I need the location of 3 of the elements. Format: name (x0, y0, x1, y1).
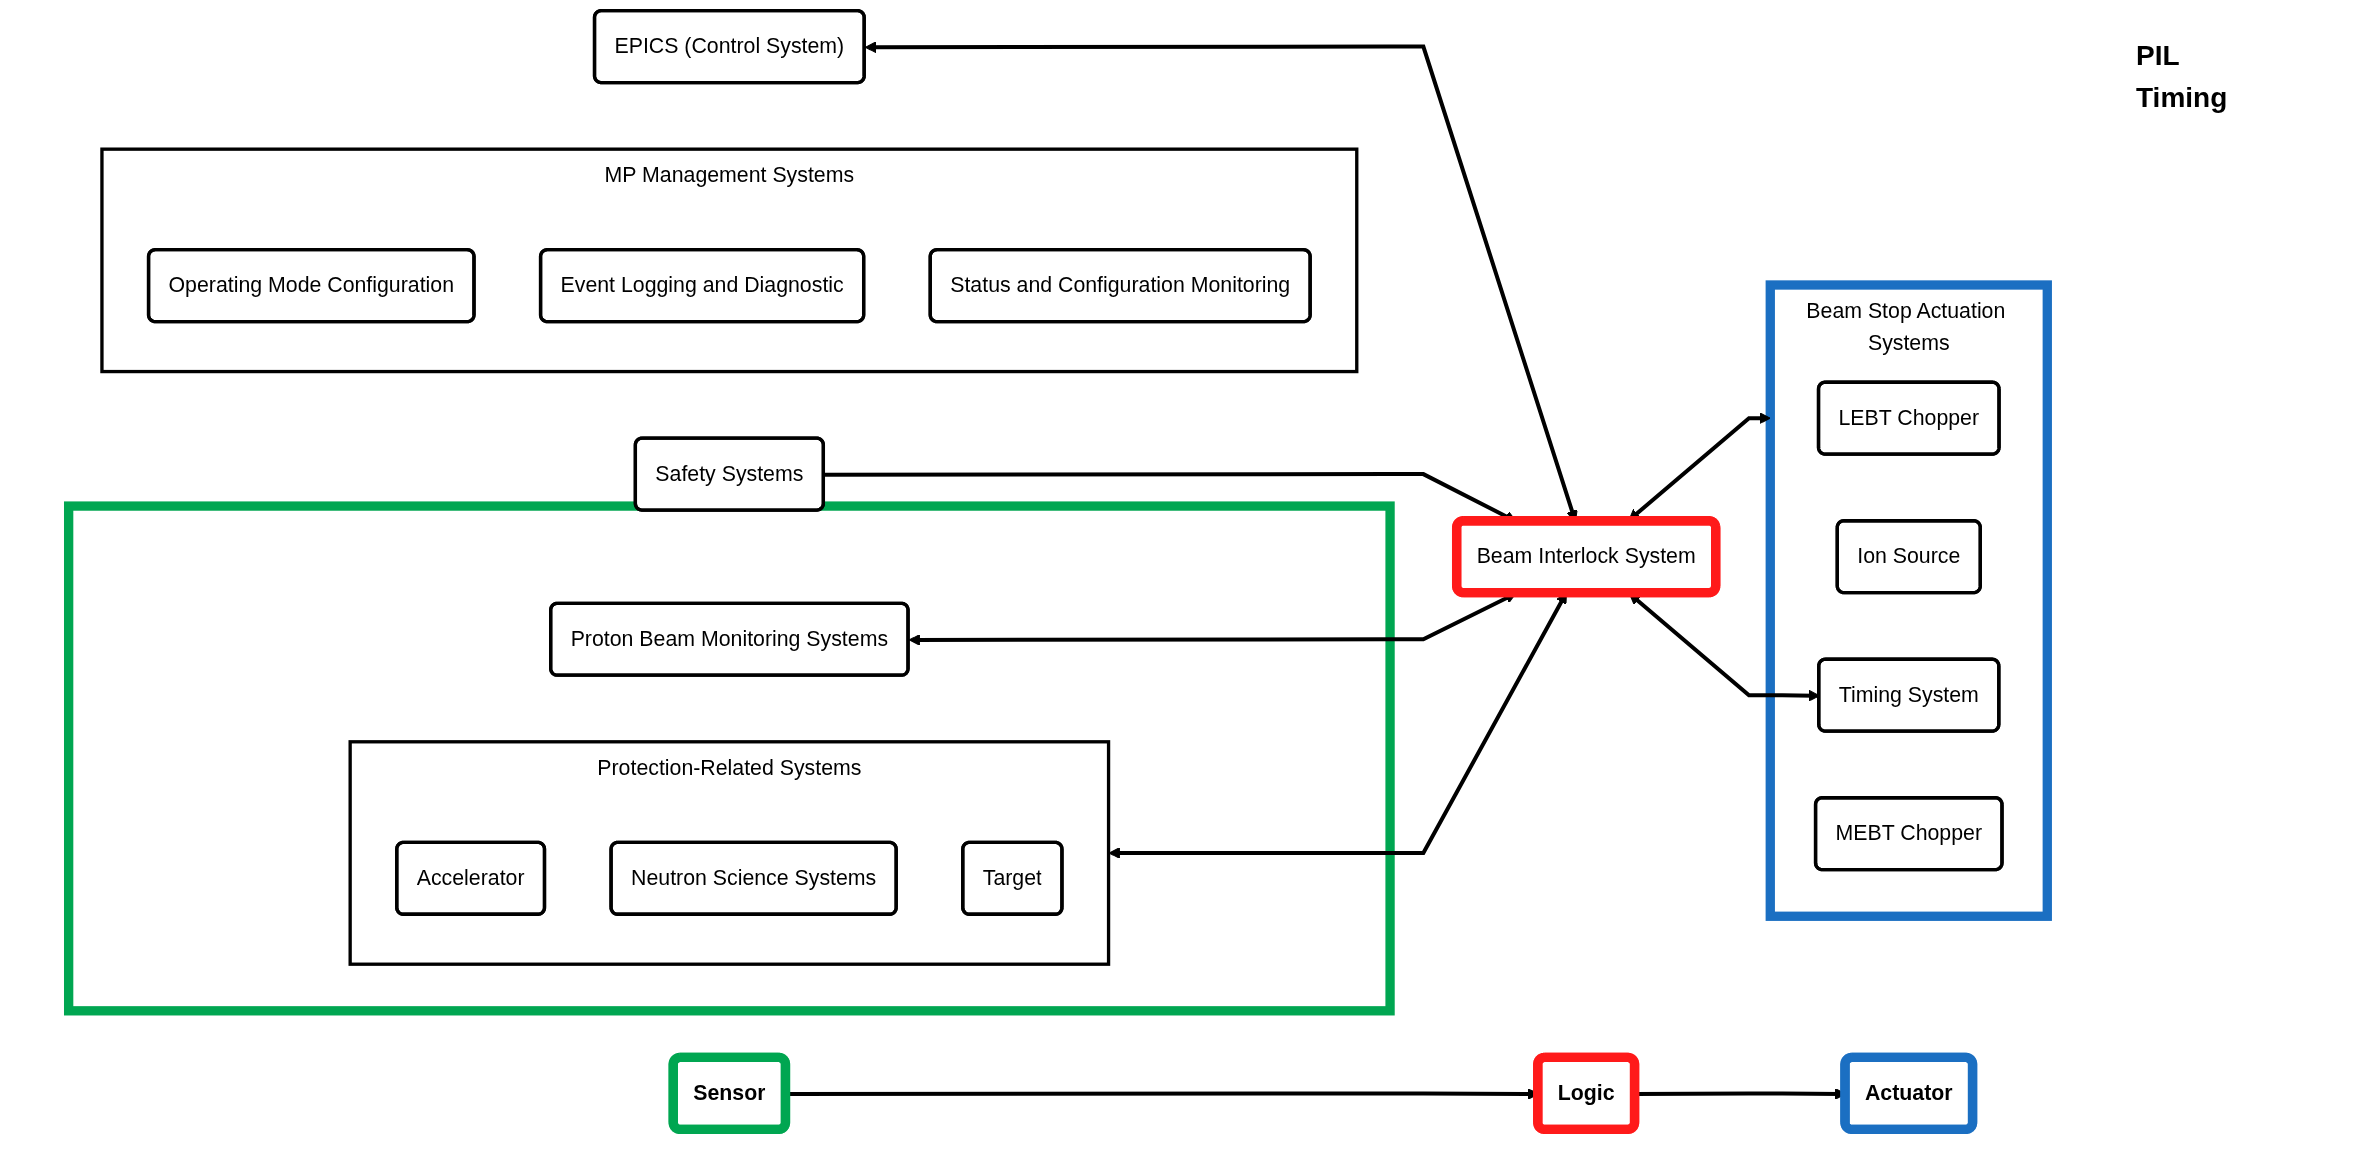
axis-label: Timing (2136, 82, 2229, 114)
cluster (64, 501, 1395, 1016)
axis-label: PIL (2136, 40, 2181, 72)
